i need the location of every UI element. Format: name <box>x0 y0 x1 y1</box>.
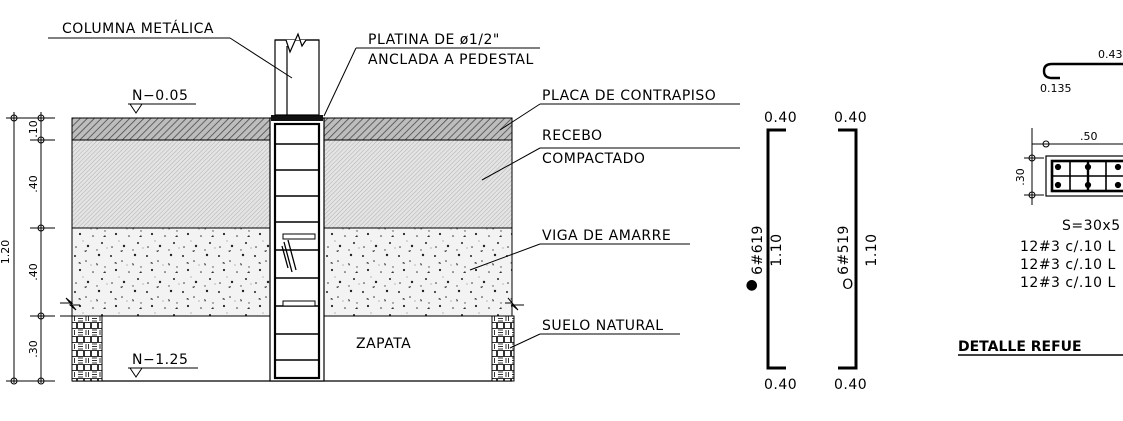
label-viga: VIGA DE AMARRE <box>542 228 671 244</box>
level-bottom: N−1.25 <box>128 352 198 378</box>
svg-text:1.10: 1.10 <box>769 233 785 266</box>
suelo-natural-left <box>71 315 103 382</box>
detail-stirrup-3: 12#3 c/.10 L <box>1020 275 1116 291</box>
label-platina-2: ANCLADA A PEDESTAL <box>368 52 534 68</box>
label-recebo-1: RECEBO <box>542 128 603 144</box>
dim-recebo: .40 <box>27 175 40 193</box>
svg-text:N−0.05: N−0.05 <box>132 88 188 104</box>
label-zapata: ZAPATA <box>356 336 411 352</box>
dim-viga: .40 <box>27 263 40 281</box>
columna-metalica <box>274 32 320 116</box>
bar-shape-619: 0.40 0.40 6#619 1.10 ● <box>746 110 797 393</box>
svg-text:0.135: 0.135 <box>1040 82 1072 95</box>
detail-stirrup-2: 12#3 c/.10 L <box>1020 257 1116 273</box>
detail-height: .30 <box>1014 168 1027 186</box>
beam-section <box>1045 155 1123 197</box>
bar-symbol-filled: ● <box>746 277 759 293</box>
pedestal <box>269 115 325 382</box>
dim-zapata: .30 <box>27 340 40 358</box>
label-recebo-2: COMPACTADO <box>542 151 645 167</box>
level-top: N−0.05 <box>128 88 196 114</box>
break-right <box>505 297 524 311</box>
label-columna: COLUMNA METÁLICA <box>62 20 214 37</box>
label-platina-1: PLATINA DE ø1/2" <box>368 32 500 48</box>
detail-stirrup-1: 12#3 c/.10 L <box>1020 239 1116 255</box>
label-placa: PLACA DE CONTRAPISO <box>542 88 716 104</box>
bar-symbol-open: O <box>842 277 854 293</box>
svg-text:1.10: 1.10 <box>864 233 880 266</box>
stirrup-hook: 0.43 0.135 <box>1040 48 1123 95</box>
detail-width: .50 <box>1080 130 1098 143</box>
bar-shape-519: 0.40 0.40 6#519 1.10 O <box>834 110 880 393</box>
svg-text:0.40: 0.40 <box>834 377 867 393</box>
detail-section: S=30x5 <box>1062 218 1121 234</box>
detail-title: DETALLE REFUE <box>958 339 1082 355</box>
svg-text:6#619: 6#619 <box>750 225 766 275</box>
svg-text:0.40: 0.40 <box>834 110 867 126</box>
svg-text:0.43: 0.43 <box>1098 48 1123 61</box>
label-suelo: SUELO NATURAL <box>542 318 664 334</box>
detail-dimensions <box>1024 128 1123 205</box>
dim-placa: .10 <box>27 120 40 138</box>
svg-text:N−1.25: N−1.25 <box>132 352 188 368</box>
break-left <box>60 297 80 311</box>
svg-text:6#519: 6#519 <box>836 225 852 275</box>
dim-total: 1.20 <box>0 240 12 265</box>
dimension-chain <box>6 112 55 385</box>
suelo-natural-right <box>491 315 515 382</box>
svg-text:0.40: 0.40 <box>764 110 797 126</box>
svg-text:0.40: 0.40 <box>764 377 797 393</box>
